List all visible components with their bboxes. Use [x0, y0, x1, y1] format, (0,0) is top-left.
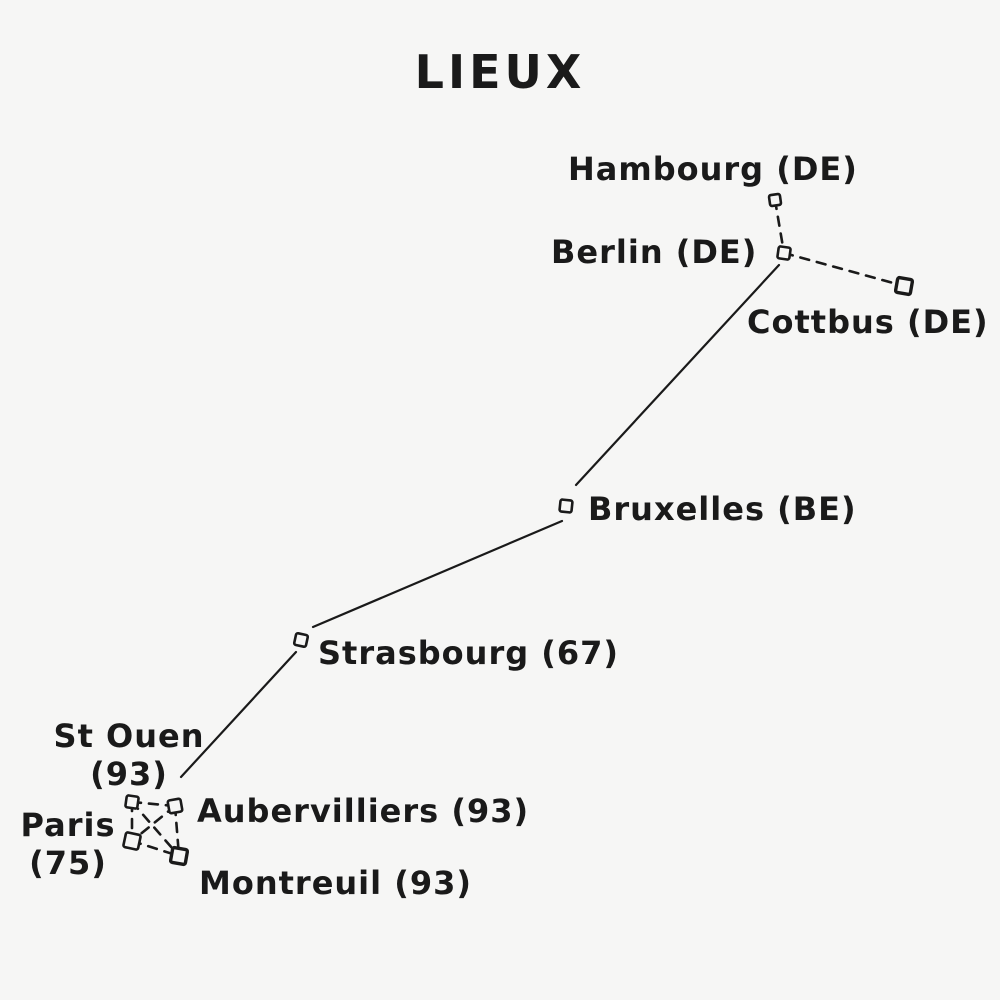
connection-aubervilliers-paris: [130, 804, 177, 843]
node-marker-bruxelles: [558, 498, 574, 514]
label-paris: Paris (75): [16, 806, 120, 882]
connection-berlin-cottbus: [782, 251, 906, 288]
connection-bruxelles-strasbourg: [311, 519, 564, 629]
node-marker-paris: [122, 831, 142, 851]
label-strasbourg: Strasbourg (67): [318, 634, 620, 672]
label-cottbus: Cottbus (DE): [747, 303, 989, 341]
label-paris-name: Paris: [20, 806, 116, 844]
node-marker-strasbourg: [292, 631, 310, 649]
connection-hambourg-berlin: [773, 198, 786, 255]
node-marker-aubervilliers: [166, 797, 184, 815]
label-stouen-dept: (93): [90, 755, 168, 793]
connection-berlin-bruxelles: [574, 263, 781, 487]
label-hambourg: Hambourg (DE): [568, 150, 858, 188]
node-marker-berlin: [776, 245, 792, 261]
label-stouen-name: St Ouen: [53, 717, 205, 755]
node-marker-stouen: [124, 794, 140, 810]
connection-stouen-montreuil: [130, 800, 181, 858]
label-paris-dept: (75): [29, 844, 107, 882]
label-stouen: St Ouen (93): [52, 717, 206, 793]
connection-strasbourg-stouen: [179, 650, 298, 779]
node-marker-hambourg: [767, 192, 783, 208]
diagram-title: LIEUX: [414, 45, 586, 99]
label-bruxelles: Bruxelles (BE): [588, 490, 857, 528]
label-aubervilliers: Aubervilliers (93): [197, 792, 530, 830]
node-marker-montreuil: [168, 845, 190, 867]
label-berlin: Berlin (DE): [551, 233, 758, 271]
node-marker-cottbus: [893, 275, 915, 297]
label-montreuil: Montreuil (93): [199, 864, 473, 902]
